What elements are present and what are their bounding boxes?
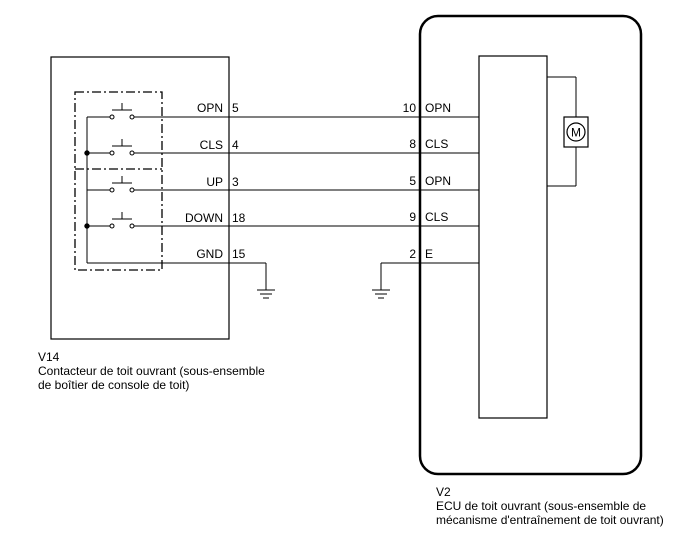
v2-pin-name: CLS [425,137,448,151]
ground-icon [257,263,275,299]
v2-pin-name: OPN [425,101,451,115]
v2-pin-name: CLS [425,210,448,224]
switch-icon [87,212,142,229]
v14-name-line2: de boîtier de console de toit) [38,378,190,392]
v14-pin-labels: OPN 5 CLS 4 UP 3 DOWN 18 GND 15 [185,101,246,261]
v14-pin-number: 3 [232,175,239,189]
v2-pin-number: 5 [409,174,416,188]
v2-pin-number: 10 [403,101,417,115]
motor-label: M [571,126,581,140]
v14-pin-name: CLS [200,138,223,152]
v14-pin-number: 18 [232,211,246,225]
v14-name-line1: Contacteur de toit ouvrant (sous-ensembl… [38,364,265,378]
v14-pin-name: DOWN [185,211,223,225]
v2-name-line1: ECU de toit ouvrant (sous-ensemble de [436,499,647,513]
switch-icon [87,139,142,156]
motor-icon [547,76,589,187]
v14-pin-number: 15 [232,247,246,261]
connecting-wires [229,116,479,264]
v14-pin-name: GND [196,247,223,261]
v14-pin-number: 4 [232,138,239,152]
ecu-inner-module [478,55,548,419]
v2-name-line2: mécanisme d'entraînement de toit ouvrant… [436,513,664,527]
v2-id: V2 [436,485,451,499]
v2-pin-labels: 10 OPN 8 CLS 5 OPN 9 CLS 2 E [403,101,451,261]
ground-icon [372,263,390,299]
v2-pin-number: 2 [409,247,416,261]
v14-pin-number: 5 [232,101,239,115]
switch-icon [87,176,142,193]
switch-leads [87,116,229,264]
v2-pin-number: 9 [409,210,416,224]
v14-id: V14 [38,350,60,364]
v14-pin-name: UP [206,175,223,189]
switch-module-outline [74,91,163,271]
v2-pin-number: 8 [409,137,416,151]
v2-box [418,14,643,476]
v14-pin-name: OPN [197,101,223,115]
v14-box [50,56,230,340]
v2-pin-name: OPN [425,174,451,188]
v14-caption: V14 Contacteur de toit ouvrant (sous-ens… [38,350,265,392]
v2-pin-name: E [425,247,433,261]
v2-caption: V2 ECU de toit ouvrant (sous-ensemble de… [436,485,664,527]
switch-icon [87,103,142,120]
